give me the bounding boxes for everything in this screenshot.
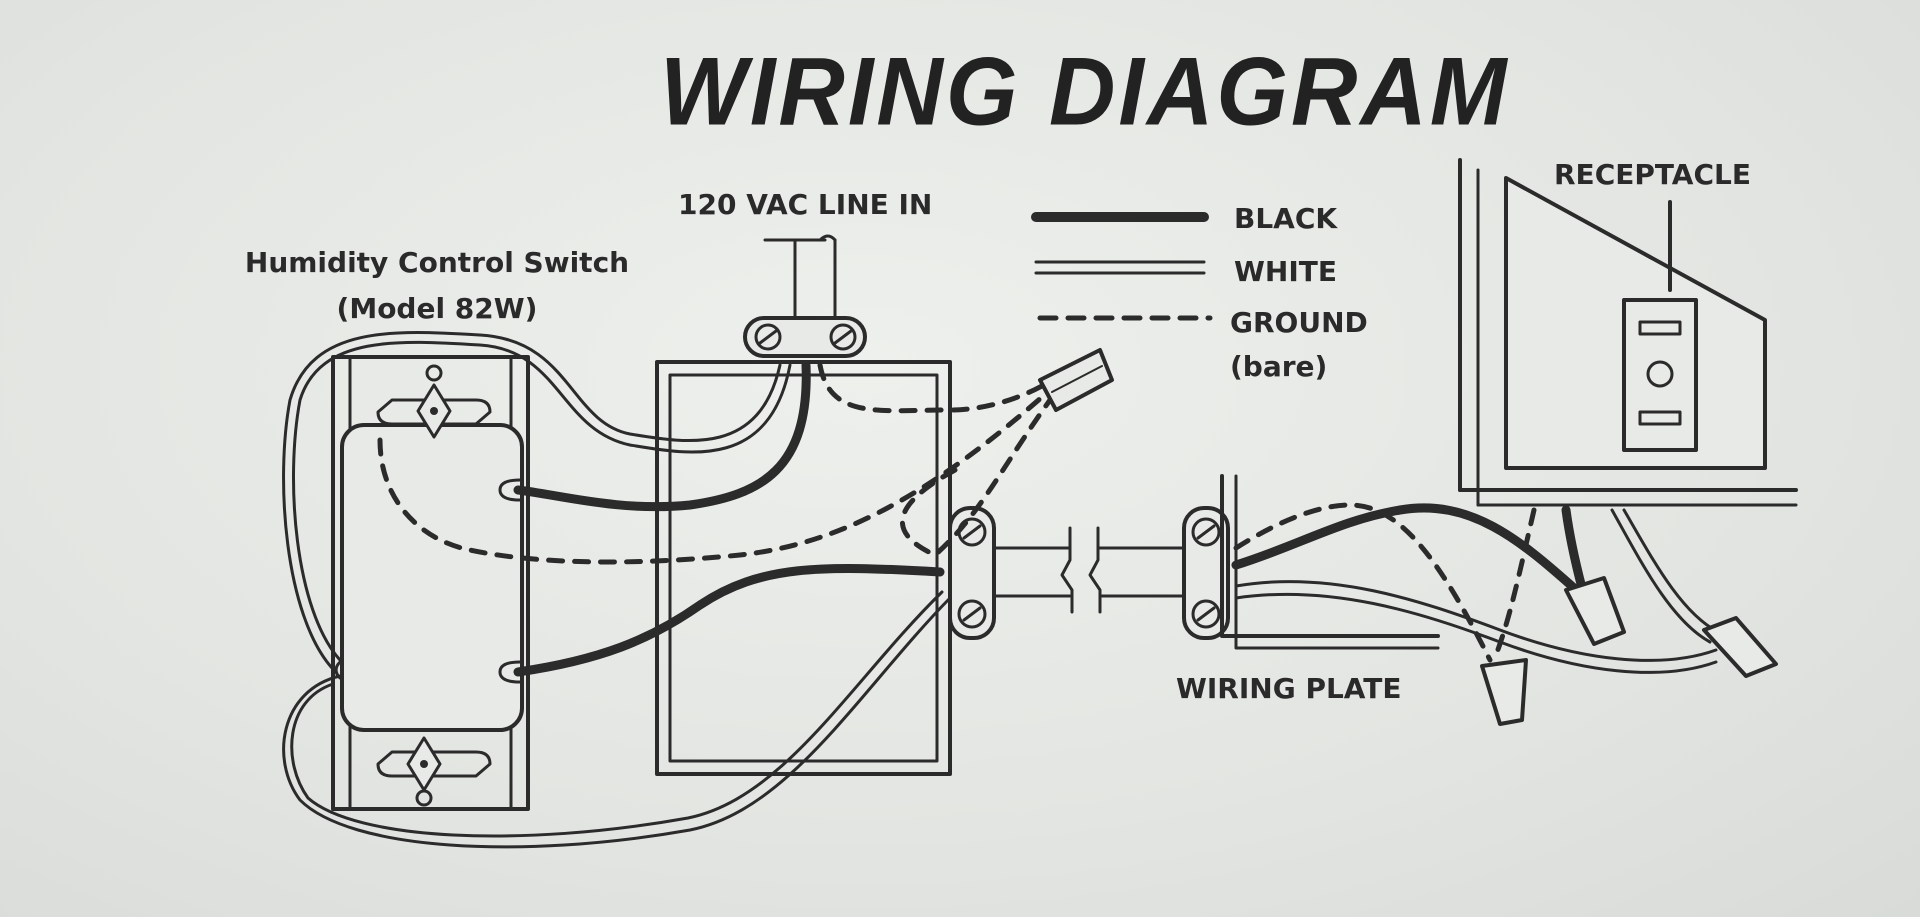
wire-nut-white <box>1702 616 1778 678</box>
legend-ground-label: GROUND <box>1230 306 1368 339</box>
legend-white-line <box>1034 260 1206 275</box>
receptacle-label: RECEPTACLE <box>1554 158 1751 191</box>
plate-clamp <box>1182 506 1230 640</box>
wiring-plate <box>1220 474 1440 650</box>
legend-black-label: BLACK <box>1234 202 1338 235</box>
line-in-cable <box>763 234 837 324</box>
wiring-plate-label: WIRING PLATE <box>1176 672 1402 705</box>
line-in-label: 120 VAC LINE IN <box>678 188 933 221</box>
switch-bottom-tab <box>376 736 492 807</box>
receptacle-outlet <box>1622 200 1698 452</box>
page-title: WIRING DIAGRAM <box>660 38 1510 146</box>
legend-white-label: WHITE <box>1234 255 1337 288</box>
switch-name-label: Humidity Control Switch <box>244 246 630 279</box>
humidity-switch <box>331 355 530 811</box>
legend-bare-label: (bare) <box>1230 350 1328 383</box>
box-side-clamp <box>948 506 996 640</box>
wire-nut-black <box>1564 576 1626 646</box>
line-in-clamp <box>743 316 867 358</box>
conduit <box>992 526 1188 614</box>
white-wires <box>282 331 1720 849</box>
black-wires <box>513 360 1587 677</box>
wire-nut-box <box>1038 348 1114 412</box>
wire-nut-ground <box>1480 658 1528 726</box>
switch-model-label: (Model 82W) <box>336 292 538 325</box>
switch-top-tab <box>376 364 492 439</box>
ground-wires <box>377 362 1537 663</box>
